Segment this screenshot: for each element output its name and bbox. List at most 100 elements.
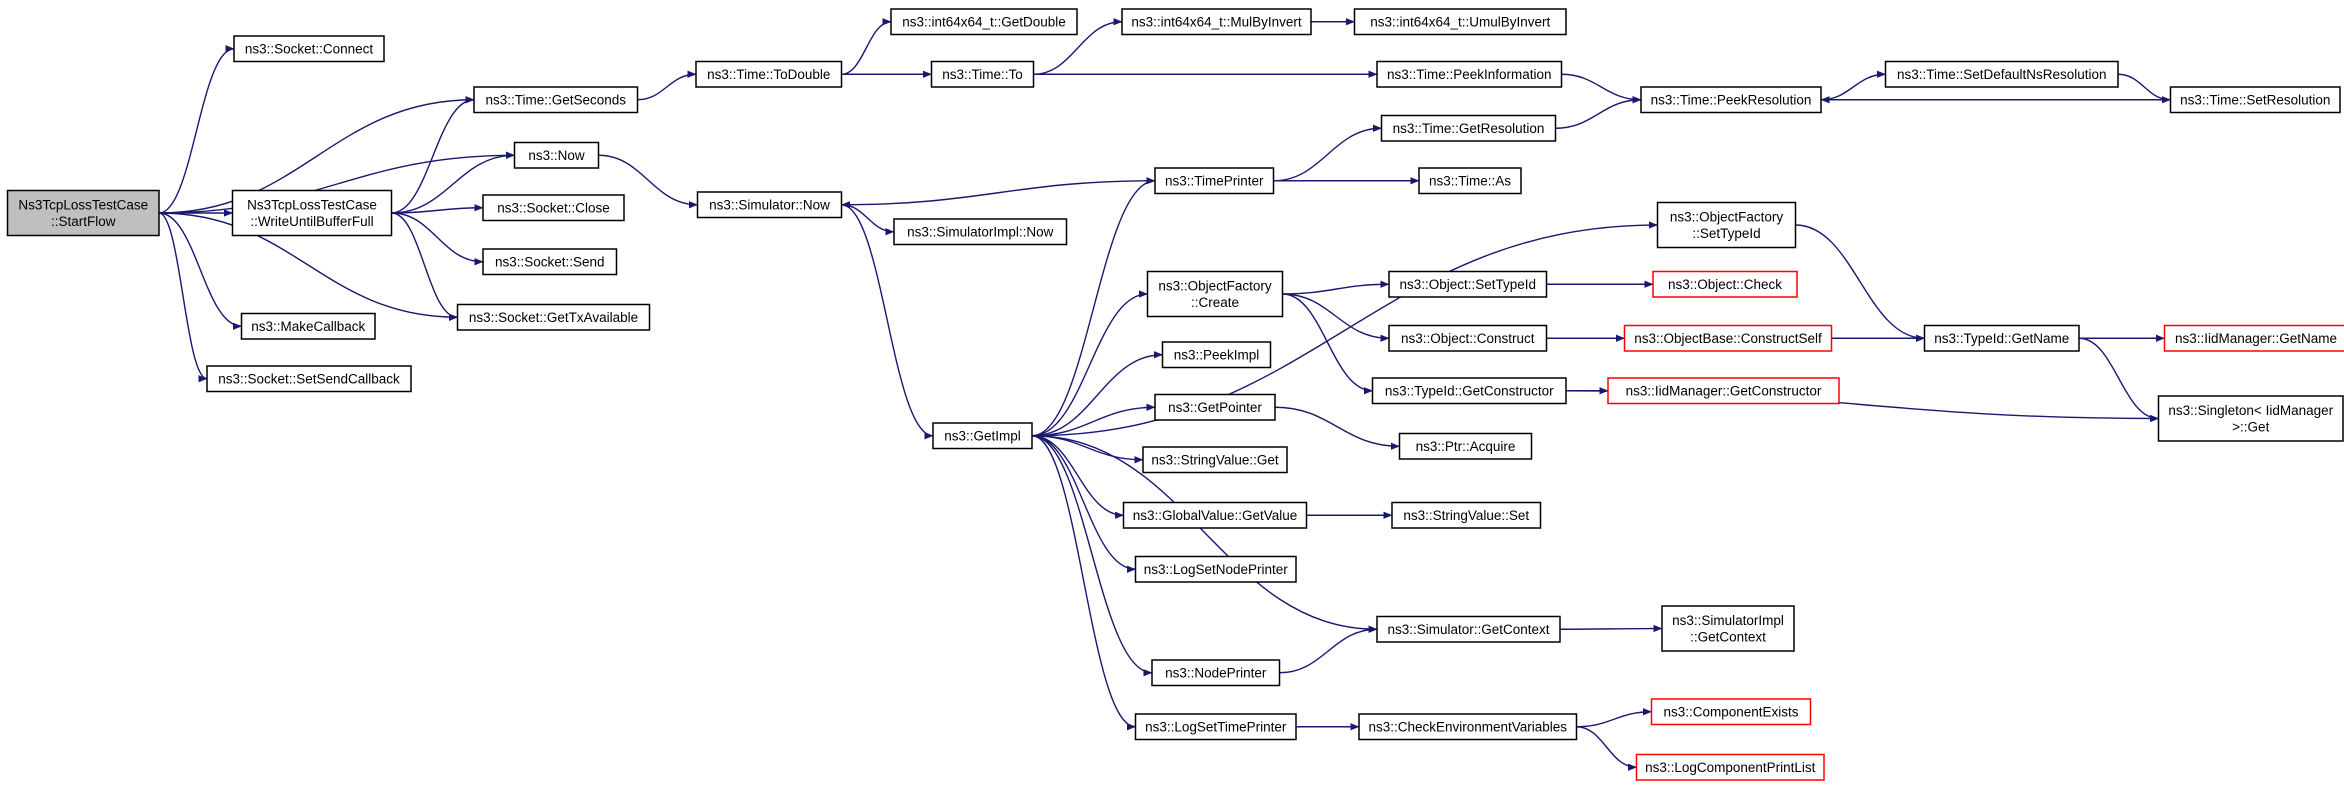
node-time-setdefaultns[interactable]: ns3::Time::SetDefaultNsResolution [1884,60,2119,88]
node-time-to[interactable]: ns3::Time::To [930,60,1035,88]
node-label: ns3::MakeCallback [251,319,365,334]
edge-checkenv-to-componentexists [1576,708,1652,728]
node-makecallback[interactable]: ns3::MakeCallback [240,312,376,340]
node-label: ns3::StringValue::Get [1151,452,1279,467]
node-stringvalue-set[interactable]: ns3::StringValue::Set [1391,501,1542,529]
edge-now-to-sim-now [598,154,698,209]
node-box [1134,555,1297,583]
node-iidmgr-getname[interactable]: ns3::IidManager::GetName [2163,324,2344,352]
node-socket-gettx[interactable]: ns3::Socket::GetTxAvailable [456,303,651,331]
edge-writeuntil-to-socket-gettx [391,212,458,321]
node-peekimpl[interactable]: ns3::PeekImpl [1161,341,1272,369]
node-time-peekresolution[interactable]: ns3::Time::PeekResolution [1640,86,1822,114]
node-socket-send[interactable]: ns3::Socket::Send [482,248,618,276]
node-box [1121,8,1312,36]
node-time-peekinformation[interactable]: ns3::Time::PeekInformation [1376,60,1563,88]
node-logsetnodeprinter[interactable]: ns3::LogSetNodePrinter [1134,555,1297,583]
node-time-as[interactable]: ns3::Time::As [1418,167,1522,195]
node-nodeprinter[interactable]: ns3::NodePrinter [1151,659,1281,687]
node-obj-check[interactable]: ns3::Object::Check [1652,270,1798,298]
node-box [1353,8,1567,36]
node-box [1607,377,1840,405]
edge-getimpl-to-getpointer [1031,403,1156,437]
node-box [482,194,625,222]
edge-writeuntil-to-socket-send [391,212,484,266]
node-box [1151,659,1281,687]
node-label: ns3::int64x64_t::MulByInvert [1131,14,1302,29]
edge-of-settypeid-to-typeid-getname [1795,224,1925,342]
node-box [1640,86,1822,114]
node-stringvalue-get[interactable]: ns3::StringValue::Get [1142,446,1288,474]
node-box [1635,753,1825,781]
node-box [473,86,639,114]
node-label: ns3::GetImpl [944,428,1021,443]
node-socket-connect[interactable]: ns3::Socket::Connect [233,35,385,63]
node-typeid-getname[interactable]: ns3::TypeId::GetName [1923,324,2080,352]
node-label: ns3::GetPointer [1168,400,1262,415]
node-box [1142,446,1288,474]
node-label: ns3::Object::Check [1668,277,1782,292]
node-now[interactable]: ns3::Now [513,141,600,169]
node-box [1161,341,1272,369]
node-typeid-getconstructor[interactable]: ns3::TypeId::GetConstructor [1371,377,1567,405]
node-obj-settypeid[interactable]: ns3::Object::SetTypeId [1388,270,1548,298]
node-int64-getdouble[interactable]: ns3::int64x64_t::GetDouble [890,8,1078,36]
node-getimpl[interactable]: ns3::GetImpl [932,422,1033,450]
node-getpointer[interactable]: ns3::GetPointer [1154,393,1276,421]
node-box [233,35,385,63]
node-box [231,189,393,237]
node-writeuntil[interactable]: Ns3TcpLossTestCase::WriteUntilBufferFull [231,189,393,237]
node-int64-umulbyinvert[interactable]: ns3::int64x64_t::UmulByInvert [1353,8,1567,36]
node-logsettimeprinter[interactable]: ns3::LogSetTimePrinter [1134,713,1297,741]
node-of-settypeid[interactable]: ns3::ObjectFactory::SetTypeId [1656,201,1797,249]
edge-startflow-to-now [158,151,515,214]
node-singleton-get[interactable]: ns3::Singleton< IidManager >::Get [2157,395,2344,442]
node-box [482,248,618,276]
node-label: ns3::IidManager::GetName [2175,331,2337,346]
edge-startflow-to-makecallback [158,212,242,330]
node-componentexists[interactable]: ns3::ComponentExists [1650,698,1812,726]
edge-getimpl-to-globalvalue-getvalue [1031,435,1124,519]
node-logcomponentprintlist[interactable]: ns3::LogComponentPrintList [1635,753,1825,781]
node-obj-construct[interactable]: ns3::Object::Construct [1388,324,1548,352]
node-startflow[interactable]: Ns3TcpLossTestCase::StartFlow [6,189,160,237]
node-label: ns3::Socket::Connect [245,41,374,56]
edge-time-setdefaultns-to-time-setresolution [2117,73,2171,104]
node-int64-mulbyinvert[interactable]: ns3::int64x64_t::MulByInvert [1121,8,1312,36]
node-setsendcallback[interactable]: ns3::Socket::SetSendCallback [206,365,412,393]
edge-of-create-to-typeid-getconstructor [1282,293,1373,395]
node-ptr-acquire[interactable]: ns3::Ptr::Acquire [1398,432,1533,460]
node-sim-getcontext[interactable]: ns3::Simulator::GetContext [1376,615,1561,643]
node-label: ns3::LogComponentPrintList [1645,760,1816,775]
node-label: ns3::Ptr::Acquire [1416,439,1516,454]
node-label: ns3::Socket::SetSendCallback [218,371,400,386]
node-box [1376,60,1563,88]
node-objbase-constructself[interactable]: ns3::ObjectBase::ConstructSelf [1623,324,1833,352]
node-simimpl-getcontext[interactable]: ns3::SimulatorImpl::GetContext [1661,605,1795,652]
edge-of-create-to-obj-settypeid [1282,280,1390,295]
node-label: ns3::Time::To [942,67,1023,82]
node-time-todouble[interactable]: ns3::Time::ToDouble [695,60,843,88]
edge-writeuntil-to-now [391,151,515,214]
node-label: ns3::SimulatorImpl [1672,613,1784,628]
node-label: Ns3TcpLossTestCase [247,197,377,212]
node-box [456,303,651,331]
node-box [930,60,1035,88]
node-time-getresolution[interactable]: ns3::Time::GetResolution [1380,114,1557,142]
node-time-setresolution[interactable]: ns3::Time::SetResolution [2169,86,2341,114]
node-globalvalue-getvalue[interactable]: ns3::GlobalValue::GetValue [1122,501,1308,529]
node-label: ns3::Time::PeekResolution [1651,92,1812,107]
node-sim-now[interactable]: ns3::Simulator::Now [696,191,843,219]
node-simimpl-now[interactable]: ns3::SimulatorImpl::Now [893,218,1068,246]
node-label: ns3::IidManager::GetConstructor [1626,383,1822,398]
edge-getpointer-to-ptr-acquire [1274,406,1400,450]
node-of-create[interactable]: ns3::ObjectFactory::Create [1146,270,1284,318]
node-box [1656,201,1797,249]
node-timeprinter[interactable]: ns3::TimePrinter [1154,167,1275,195]
node-box [695,60,843,88]
node-checkenv[interactable]: ns3::CheckEnvironmentVariables [1358,713,1578,741]
node-socket-close[interactable]: ns3::Socket::Close [482,194,625,222]
node-label: Ns3TcpLossTestCase [18,197,148,212]
node-time-getseconds[interactable]: ns3::Time::GetSeconds [473,86,639,114]
node-iidmgr-getconstructor[interactable]: ns3::IidManager::GetConstructor [1607,377,1840,405]
